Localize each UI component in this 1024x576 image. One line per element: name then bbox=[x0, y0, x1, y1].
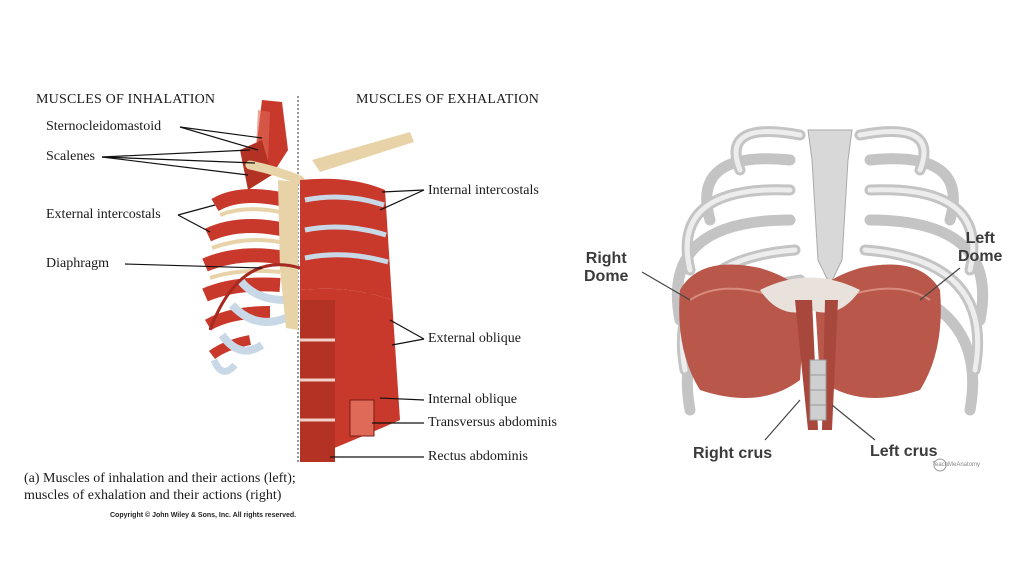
label-external-intercostals: External intercostals bbox=[46, 207, 161, 222]
leader-lines-left bbox=[101, 126, 425, 458]
label-left-dome-line-1: Left bbox=[965, 230, 995, 247]
label-external-oblique: External oblique bbox=[428, 331, 521, 346]
label-right-dome: Right Dome bbox=[584, 250, 628, 286]
label-sternocleidomastoid: Sternocleidomastoid bbox=[46, 119, 162, 134]
heading-inhalation: MUSCLES OF INHALATION bbox=[36, 92, 216, 107]
label-right-dome-line-1: Right bbox=[585, 250, 627, 267]
diaphragm-ribcage bbox=[671, 126, 989, 430]
label-diaphragm: Diaphragm bbox=[46, 256, 109, 271]
heading-exhalation: MUSCLES OF EXHALATION bbox=[356, 92, 540, 107]
copyright-notice: Copyright © John Wiley & Sons, Inc. All … bbox=[110, 512, 297, 519]
label-scalenes: Scalenes bbox=[46, 149, 95, 164]
figure-caption: (a) Muscles of inhalation and their acti… bbox=[24, 470, 296, 504]
label-left-dome-line-2: Dome bbox=[958, 248, 1003, 265]
label-internal-intercostals: Internal intercostals bbox=[428, 183, 539, 198]
copyright-circle-icon bbox=[933, 458, 947, 472]
label-rectus-abdominis: Rectus abdominis bbox=[428, 449, 528, 464]
inhalation-ribcage bbox=[202, 100, 387, 375]
label-internal-oblique: Internal oblique bbox=[428, 392, 518, 407]
caption-line-1: (a) Muscles of inhalation and their acti… bbox=[24, 471, 296, 486]
watermark: TeachMeAnatomy bbox=[932, 462, 981, 468]
leader-lines-right bbox=[641, 267, 961, 441]
label-right-crus: Right crus bbox=[693, 445, 773, 462]
exhalation-ribcage bbox=[300, 132, 414, 462]
label-left-dome: Left Dome bbox=[958, 230, 1002, 266]
caption-line-2: muscles of exhalation and their actions … bbox=[24, 488, 282, 503]
label-transversus-abdominis: Transversus abdominis bbox=[428, 415, 557, 430]
label-right-dome-line-2: Dome bbox=[584, 268, 629, 285]
label-left-crus: Left crus bbox=[870, 443, 938, 460]
